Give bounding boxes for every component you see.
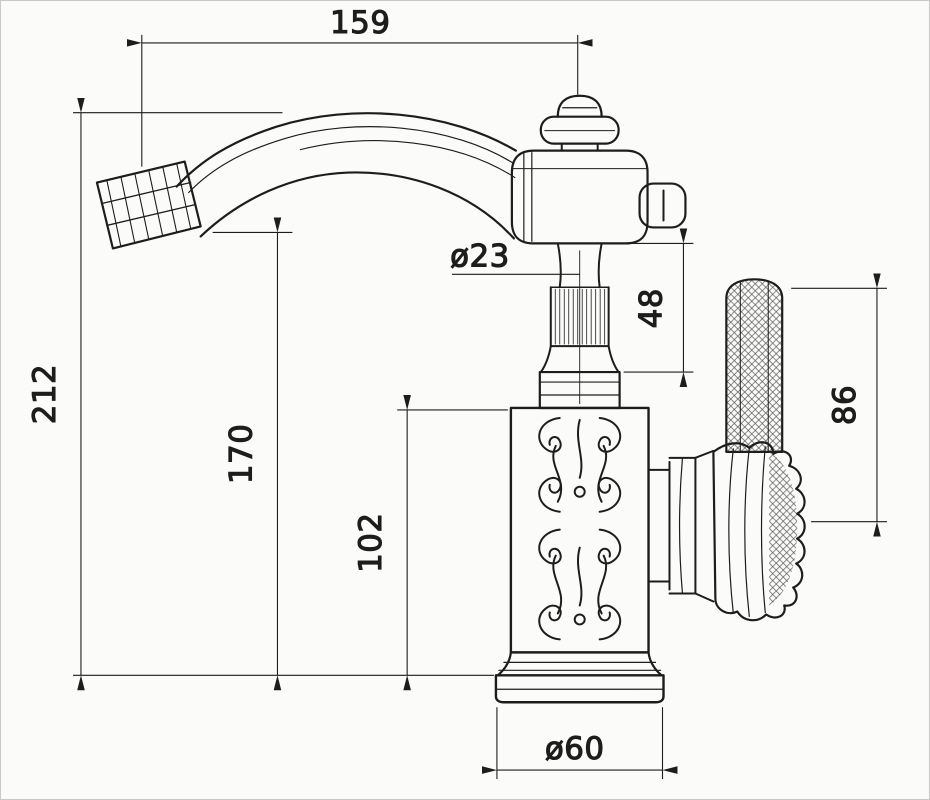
dim-label-overall-height: 212	[27, 364, 63, 424]
dim-label-neck-section-height: 48	[634, 288, 670, 328]
base-flange	[494, 651, 665, 704]
faucet-outline	[95, 94, 806, 704]
dimensions-layer: 159 212 170 102 ø23	[26, 4, 887, 780]
spout	[175, 112, 517, 240]
dim-label-neck-diameter: ø23	[450, 238, 510, 274]
handle-lever	[725, 278, 784, 453]
dim-label-upper-body-height: 102	[353, 512, 389, 573]
dim-overall-height: 212	[26, 97, 494, 691]
dim-label-base-diameter: ø60	[545, 731, 605, 767]
ornament-scrolls	[538, 416, 622, 641]
dim-neck-section-height: 48	[605, 228, 694, 388]
handle-step-joint	[647, 449, 715, 603]
ornate-body	[509, 406, 650, 654]
dim-upper-body-height: 102	[353, 395, 508, 691]
dim-neck-diameter: ø23	[450, 238, 581, 404]
dim-label-spout-outlet-height: 170	[224, 424, 260, 484]
top-cross-cap	[539, 94, 620, 152]
dim-base-diameter: ø60	[481, 707, 678, 780]
dim-handle-height: 86	[791, 273, 887, 537]
aerator-tip	[95, 160, 202, 250]
valve-body	[510, 149, 649, 245]
dim-spout-reach: 159	[126, 4, 593, 167]
dim-spout-outlet-height: 170	[212, 217, 293, 691]
dim-label-handle-height: 86	[827, 385, 863, 425]
dim-label-spout-reach: 159	[330, 5, 390, 41]
handle-knob	[712, 441, 806, 622]
knurled-collar	[539, 286, 620, 374]
side-screw-cap	[638, 182, 687, 229]
